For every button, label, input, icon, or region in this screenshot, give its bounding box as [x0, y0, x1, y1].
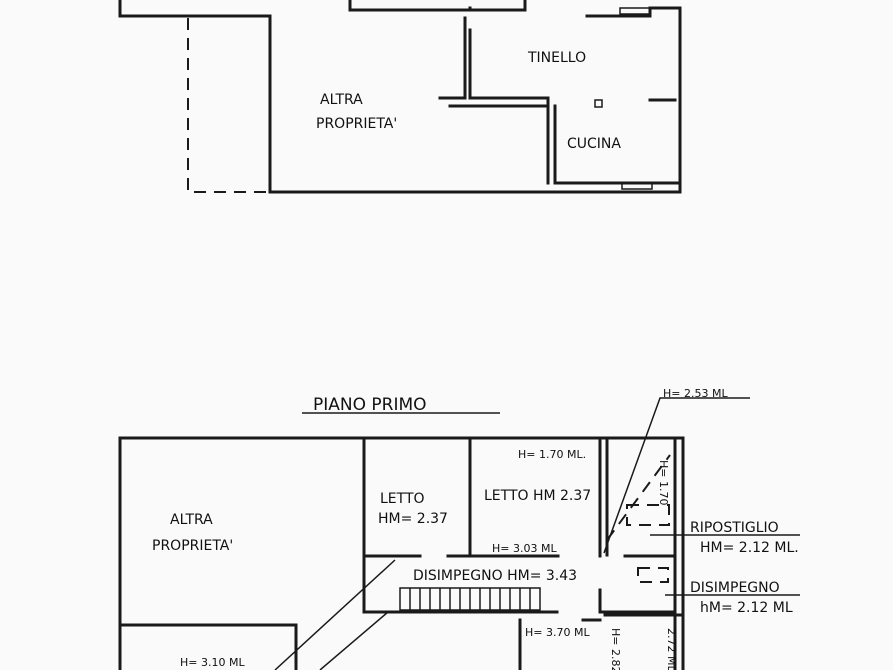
label-h-303: H= 3.03 ML — [492, 542, 557, 555]
room-label-ripostiglio-height: HM= 2.12 ML. — [700, 540, 799, 556]
dashed-box — [626, 504, 670, 526]
room-label-altra-ff-1: ALTRA — [170, 512, 213, 528]
room-label-letto-1-height: HM= 2.37 — [378, 511, 448, 527]
label-h-272-vertical: 2.72 ML — [665, 628, 678, 670]
room-label-letto-2: LETTO HM 2.37 — [484, 488, 591, 504]
label-h-253: H= 2.53 ML — [663, 387, 728, 400]
first-floor-plan — [118, 397, 800, 670]
room-label-disimpegno-2-height: hM= 2.12 ML — [700, 600, 793, 616]
window — [621, 182, 653, 190]
ground-floor-plan — [118, 0, 682, 194]
room-label-tinello: TINELLO — [527, 50, 586, 66]
room-label-cucina: CUCINA — [567, 136, 621, 152]
room-label-ripostiglio: RIPOSTIGLIO — [690, 520, 779, 536]
stair-steps — [409, 588, 531, 610]
window — [619, 7, 651, 15]
dashed-box — [637, 567, 669, 583]
label-h-310: H= 3.10 ML — [180, 656, 245, 669]
room-label-disimpegno: DISIMPEGNO HM= 3.43 — [413, 568, 577, 584]
room-label-letto-1: LETTO — [380, 491, 425, 507]
floor-title: PIANO PRIMO — [313, 395, 427, 415]
room-label-altra-ff-2: PROPRIETA' — [152, 538, 233, 554]
room-label-altra-2: PROPRIETA' — [316, 116, 397, 132]
column-marker — [594, 99, 603, 108]
label-h-282-vertical: H= 2.82 — [609, 628, 622, 670]
room-label-altra-1: ALTRA — [320, 92, 363, 108]
label-h-170: H= 1.70 ML. — [518, 448, 586, 461]
leader-line — [603, 397, 750, 554]
label-h-170-vertical: H= 1.70 — [657, 460, 670, 505]
leader-line — [274, 559, 396, 670]
room-label-disimpegno-2: DISIMPEGNO — [690, 580, 780, 596]
label-h-370: H= 3.70 ML — [525, 626, 590, 639]
